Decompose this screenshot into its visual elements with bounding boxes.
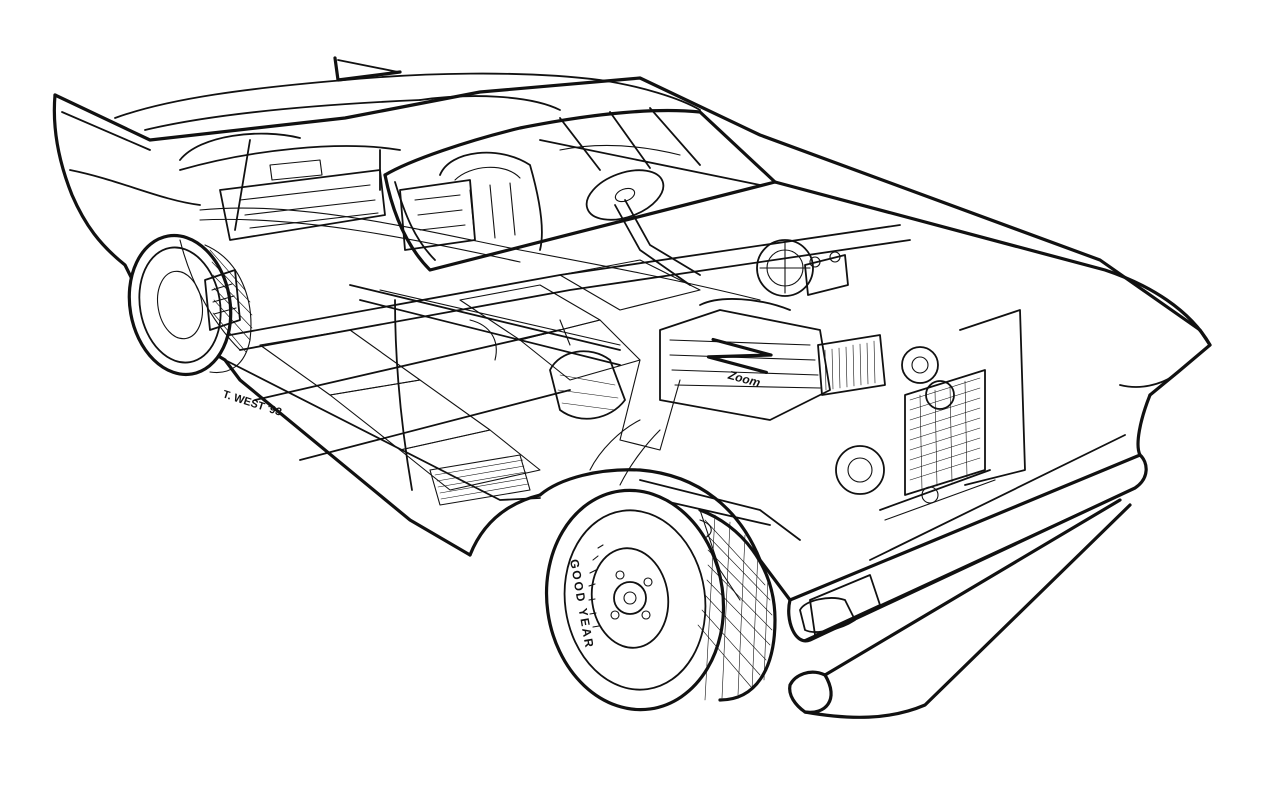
chassis-frame xyxy=(229,224,911,506)
signature-text: T. WEST '93 xyxy=(221,388,283,418)
piping xyxy=(179,207,761,361)
rear-wheel xyxy=(127,233,253,377)
front-wheel: GOOD YEAR xyxy=(544,488,777,712)
engine-bay: Zoom xyxy=(549,239,1026,601)
interior xyxy=(179,139,761,286)
artist-signature: T. WEST '93 xyxy=(221,388,283,418)
